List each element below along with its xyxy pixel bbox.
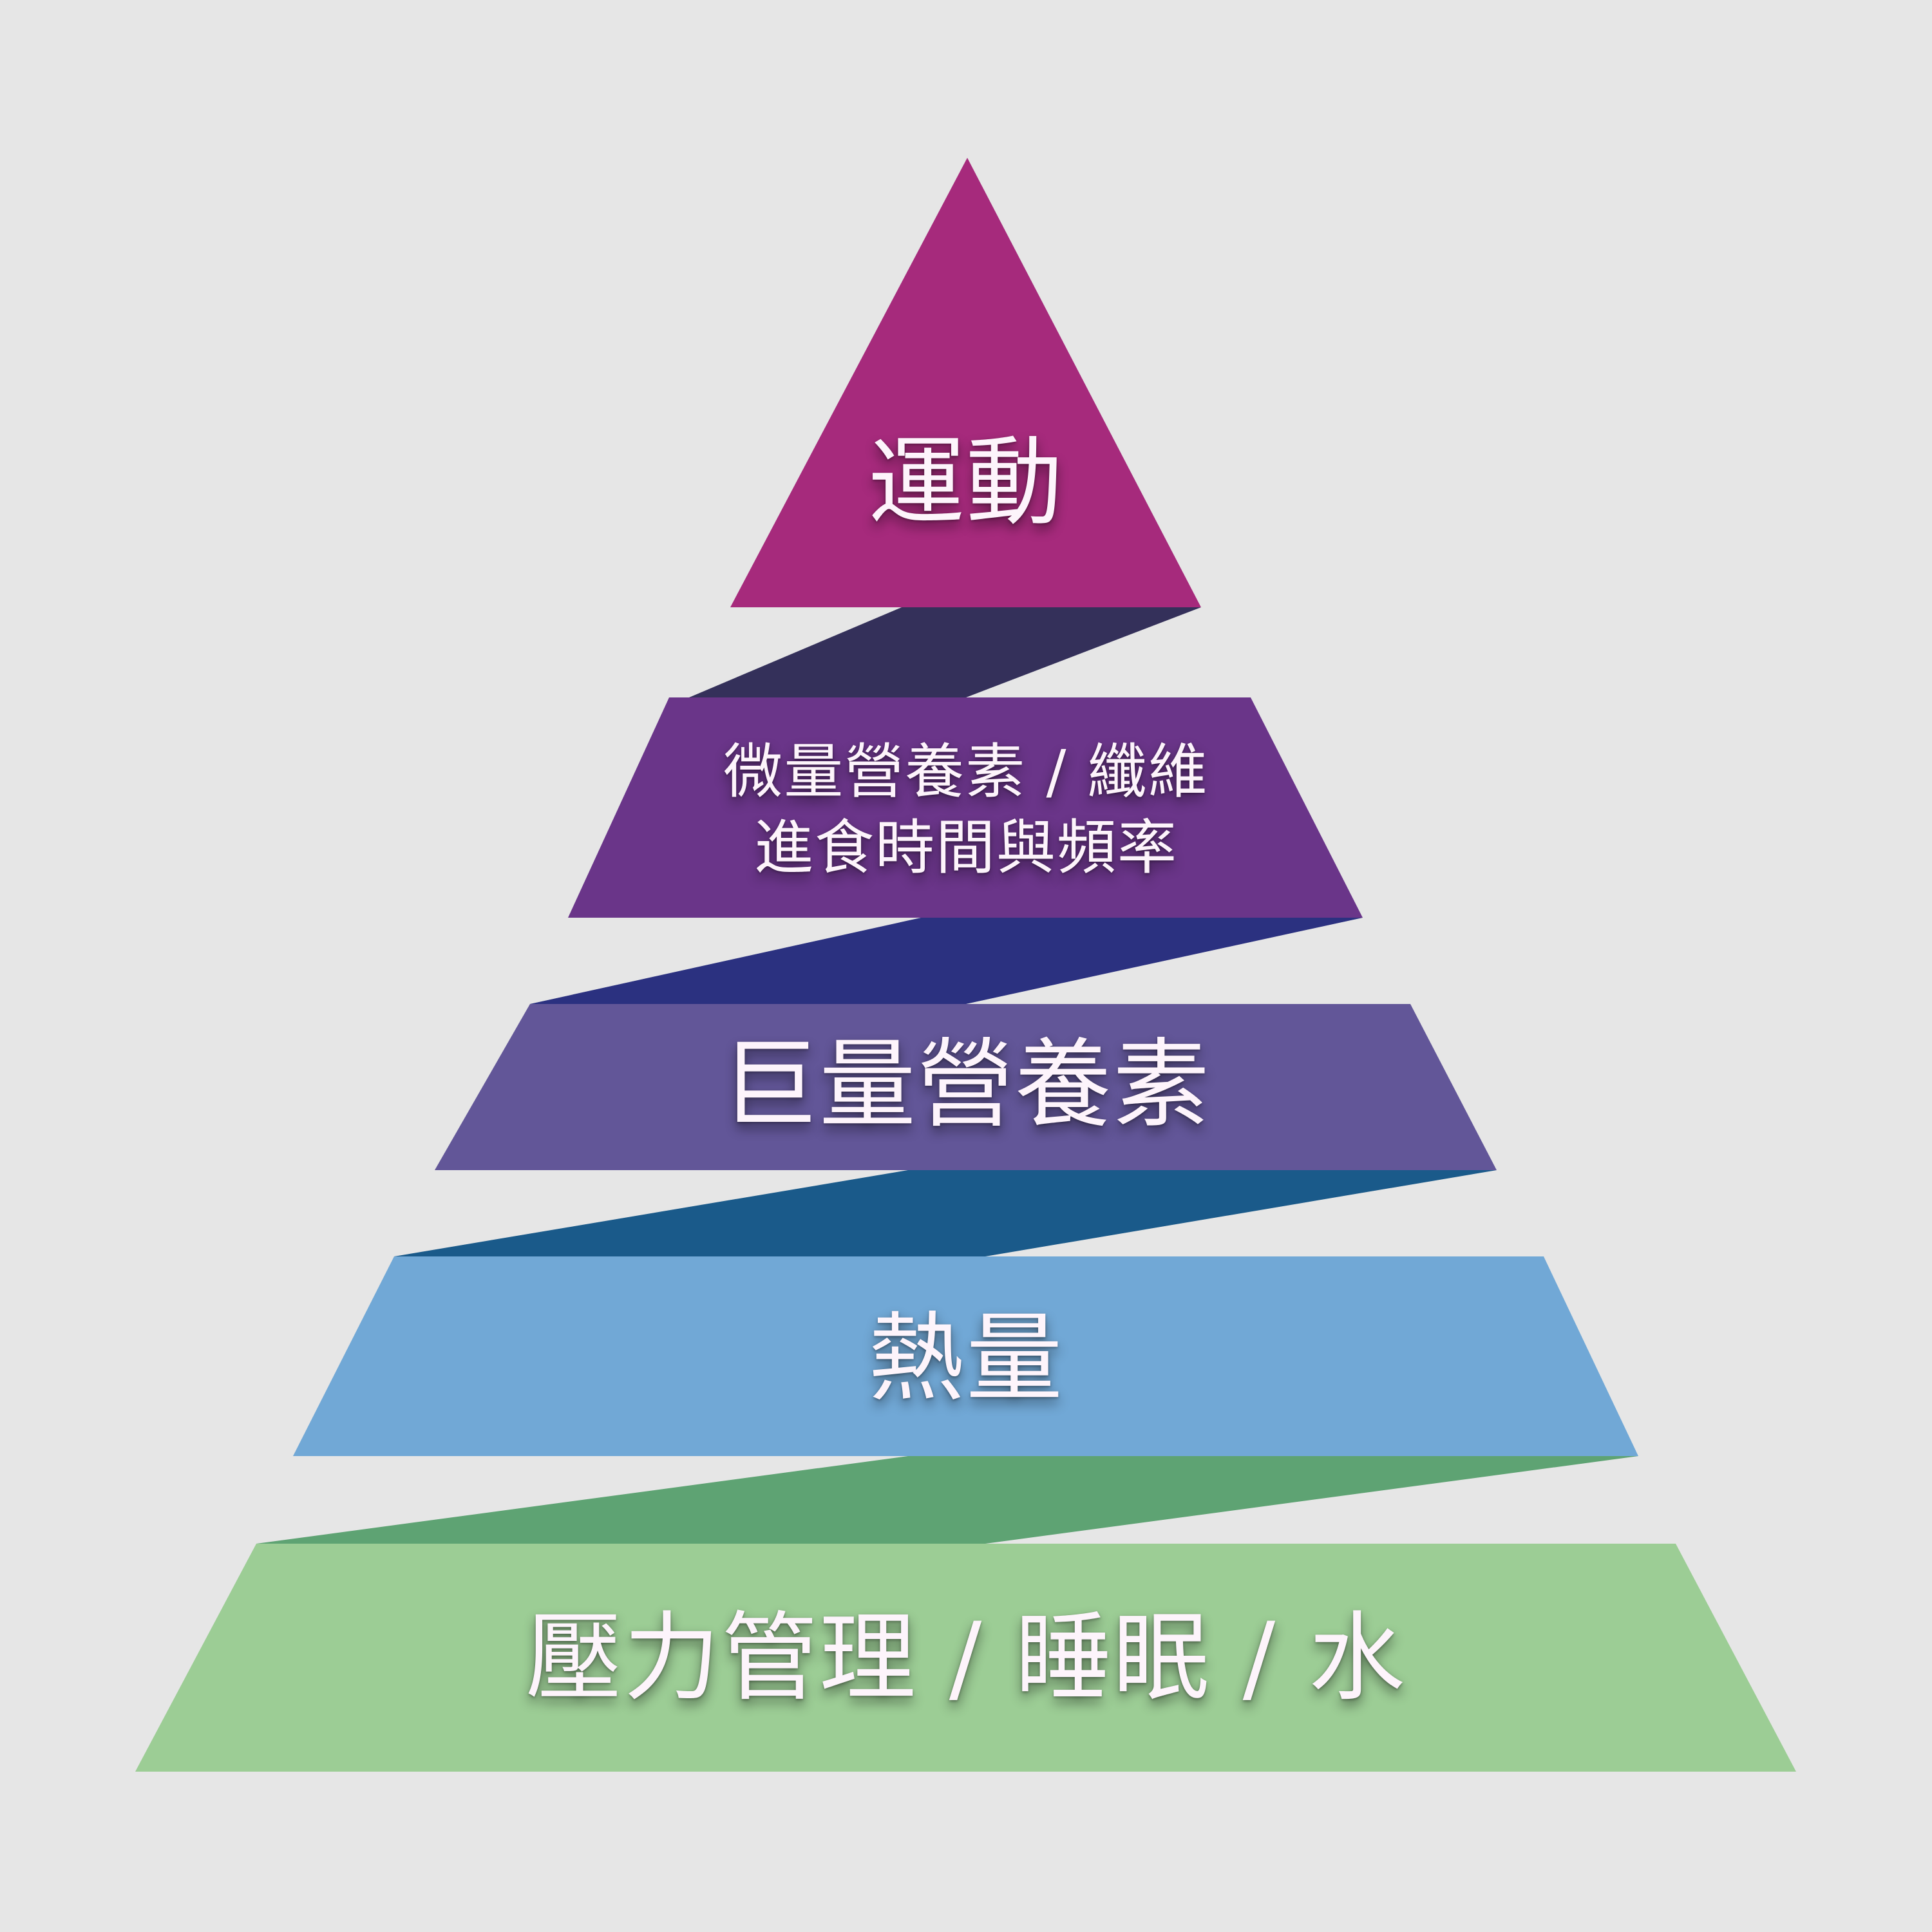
- tier-3-label: 巨量營養素: [0, 1030, 1932, 1140]
- fold-4: [256, 1456, 1638, 1544]
- tier-5-foundation: [135, 1544, 1796, 1772]
- fold-2: [530, 918, 1363, 1004]
- tier-1-label: 運動: [0, 428, 1932, 538]
- tier-2-line-2: 進食時間與頻率: [753, 813, 1178, 882]
- tier-3-line-1: 巨量營養素: [721, 1029, 1211, 1141]
- tier-4-label: 熱量: [0, 1304, 1932, 1414]
- tier-2-line-1: 微量營養素 / 纖維: [723, 737, 1209, 806]
- tier-3-macronutrients: [435, 1004, 1497, 1170]
- tier-4-line-1: 熱量: [867, 1303, 1064, 1415]
- tier-1-line-1: 運動: [867, 427, 1064, 539]
- fold-1: [689, 607, 1201, 697]
- tier-5-label: 壓力管理 / 睡眠 / 水: [0, 1604, 1932, 1713]
- fold-3: [394, 1170, 1497, 1256]
- tier-2-label: 微量營養素 / 纖維 進食時間與頻率: [0, 734, 1932, 886]
- tier-5-line-1: 壓力管理 / 睡眠 / 水: [526, 1602, 1406, 1714]
- tier-2-micronutrients: [568, 697, 1363, 918]
- tier-1-exercise: [730, 158, 1201, 607]
- tier-4-calories: [293, 1256, 1638, 1456]
